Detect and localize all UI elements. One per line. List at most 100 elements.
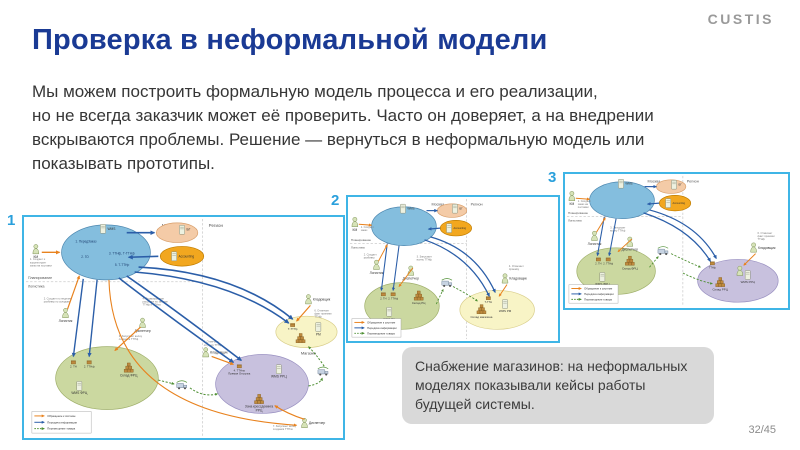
svg-text:5. Т-ТТНр: 5. Т-ТТНр: [115, 263, 130, 267]
flow-arrow: [118, 277, 235, 364]
flow-arrow: [643, 212, 711, 263]
flow-arrow: [71, 278, 84, 358]
svg-text:КМ: КМ: [33, 255, 38, 259]
flow-arrow: [498, 284, 508, 297]
zone-ellipse-purple: [215, 354, 309, 414]
svg-text:Логистика: Логистика: [568, 219, 582, 223]
package-icon: Т-ТТНр: [288, 323, 298, 331]
body-line: вскрываются проблемы. Решение — вернутьс…: [32, 130, 645, 149]
person-icon: КМ: [568, 191, 576, 206]
truck-icon: [317, 366, 329, 376]
diagram-label: Планирование: [568, 211, 588, 215]
flow-arrow: [596, 216, 605, 257]
svg-text:Планирование: Планирование: [568, 211, 588, 215]
flow-arrow: [596, 217, 606, 233]
svg-text:БГ: БГ: [678, 183, 682, 187]
server-icon: WMS: [618, 179, 633, 189]
flow-arrow: [126, 275, 243, 362]
svg-text:Диспетчер: Диспетчер: [622, 248, 638, 252]
flow-arrow: [308, 346, 325, 367]
flow-arrow: [435, 288, 444, 305]
flow-arrow: [649, 209, 717, 260]
diagram-label: Логистика: [568, 219, 582, 223]
person-icon: [736, 265, 744, 276]
svg-text:Москва: Москва: [648, 180, 662, 184]
svg-text:Перемещение товара: Перемещение товара: [584, 297, 612, 301]
person-icon: Кладовщик: [305, 294, 331, 305]
zone-ellipse-pink: [155, 222, 199, 243]
svg-text:WMS ФРЦ: WMS ФРЦ: [71, 391, 88, 395]
callout-note: Снабжение магазинов: на неформальных мод…: [402, 347, 714, 424]
boxes-icon: Склад РРЦ: [713, 277, 729, 292]
server-icon: БГ: [671, 179, 682, 190]
body-line: но не всегда заказчик может её проверить…: [32, 106, 654, 125]
flow-arrow: [452, 286, 478, 302]
flow-arrow: [211, 355, 235, 365]
svg-text:3. ТТНф, Т-ТТНф: 3. ТТНф, Т-ТТНф: [109, 251, 135, 255]
svg-text:WMS: WMS: [407, 207, 414, 211]
svg-text:2. ТТНф: 2. ТТНф: [603, 263, 613, 266]
svg-text:Т-ТТНр: Т-ТТНр: [288, 327, 298, 331]
svg-text:2. ТН: 2. ТН: [380, 297, 386, 300]
figure-number: 3: [548, 169, 557, 186]
flow-arrow: [114, 326, 141, 352]
svg-text:ТТНф: ТТНф: [709, 266, 716, 269]
zone-ellipse-orange: [159, 246, 205, 267]
svg-text:Планирование: Планирование: [28, 276, 52, 280]
svg-text:Т-ТТН: Т-ТТН: [485, 301, 493, 304]
flow-arrow: [158, 379, 175, 385]
flow-arrow: [138, 266, 294, 320]
body-text: Мы можем построить формальную модель про…: [32, 80, 774, 176]
svg-text:Обращение к системе: Обращение к системе: [584, 287, 613, 291]
server-icon: WMS: [400, 203, 415, 214]
flow-arrow: [575, 197, 591, 201]
svg-text:Accounting: Accounting: [673, 202, 686, 205]
diagram-label: Планирование: [351, 238, 371, 242]
package-icon: 2. ТТНф: [388, 292, 398, 300]
flow-arrow: [427, 227, 441, 231]
server-icon: WMS РРЦ: [271, 364, 287, 378]
svg-text:БГ: БГ: [459, 207, 463, 211]
flow-arrow: [108, 279, 298, 427]
person-icon: Логистик: [370, 259, 384, 275]
svg-text:WMS: WMS: [625, 182, 632, 186]
svg-text:Диспетчер: Диспетчер: [134, 329, 150, 333]
flow-arrow: [646, 202, 660, 206]
server-icon: БГ: [452, 203, 463, 214]
boxes-icon: Склад магазина: [471, 304, 493, 319]
flow-arrow: [649, 256, 659, 268]
flow-arrow: [127, 254, 159, 260]
flow-arrow: [682, 272, 713, 285]
server-icon: WMS ФРЦ: [595, 272, 610, 286]
svg-text:Логистика: Логистика: [351, 246, 365, 250]
diagram-label: 3. ТТНф, Т-ТТНф: [109, 251, 135, 255]
figure-number: 1: [7, 212, 16, 229]
flow-arrow: [274, 405, 305, 420]
svg-text:Москва: Москва: [431, 203, 445, 207]
server-icon: Accounting: [665, 198, 686, 208]
person-icon: Логистик: [59, 308, 73, 323]
flow-arrow: [189, 387, 219, 396]
svg-text:Accounting: Accounting: [179, 254, 195, 258]
svg-text:Передача информации: Передача информации: [367, 326, 397, 330]
flow-arrow: [670, 253, 702, 268]
boxes-icon: Склад ФРЦ: [120, 362, 138, 377]
page-title: Проверка в неформальной модели: [32, 24, 548, 56]
